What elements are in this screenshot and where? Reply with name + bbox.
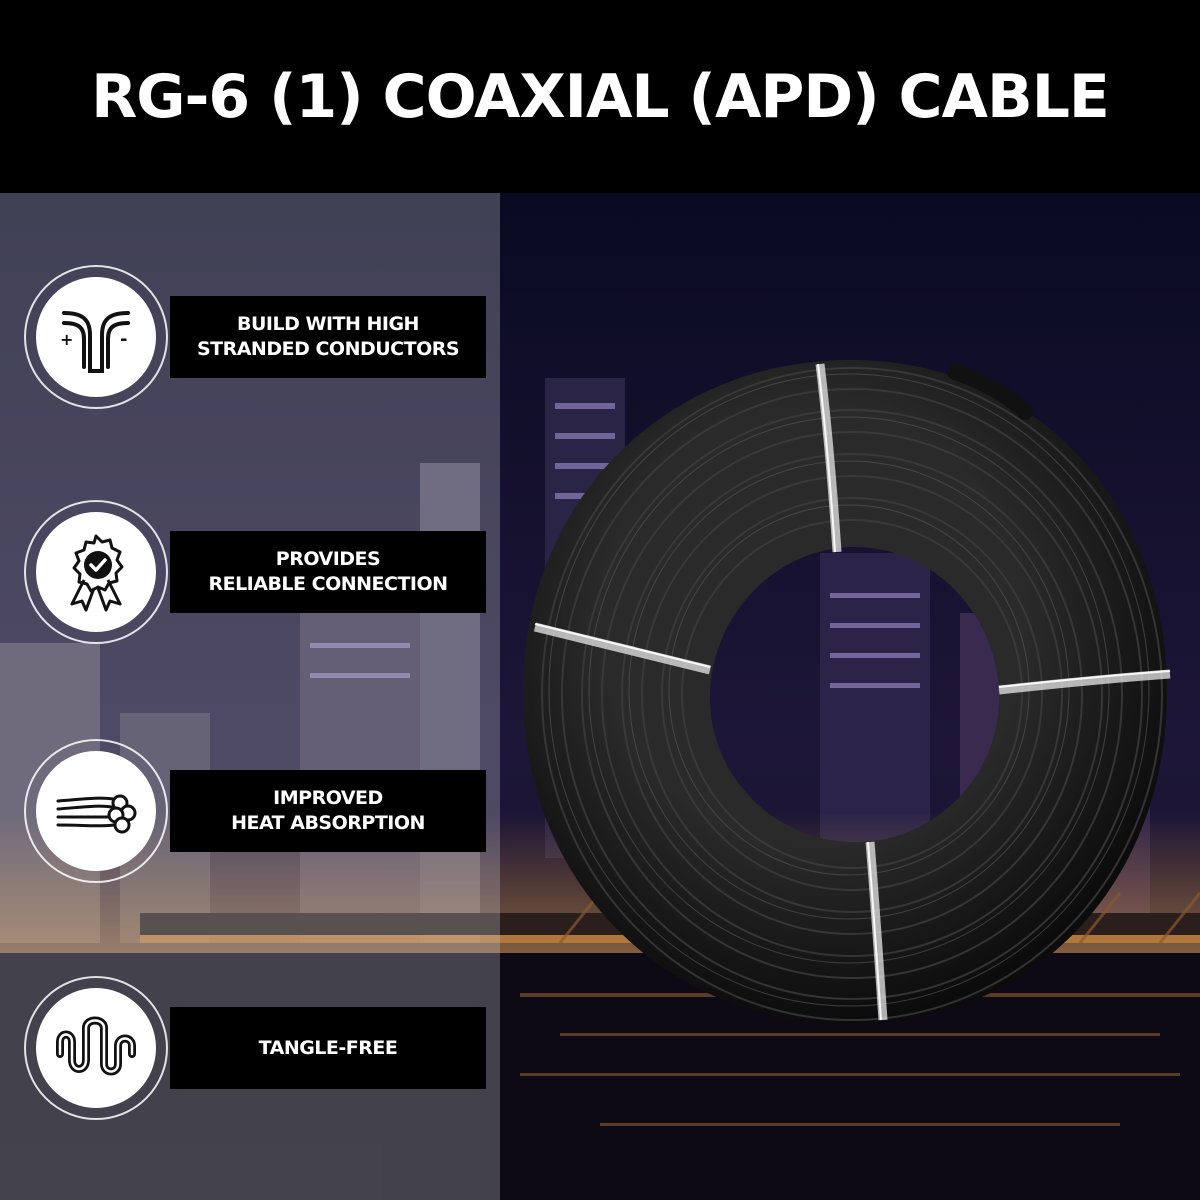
feature-label: PROVIDES RELIABLE CONNECTION <box>170 531 486 613</box>
feature-icon-ring <box>24 500 168 644</box>
certified-badge-icon <box>70 534 124 612</box>
feature-heat-absorption: IMPROVED HEAT ABSORPTION <box>24 739 494 883</box>
tangle-free-wave-icon <box>56 1016 136 1076</box>
feature-icon-ring <box>24 739 168 883</box>
wire-bundle-icon <box>56 794 137 834</box>
feature-icon-ring: + - <box>24 265 168 409</box>
feature-label: BUILD WITH HIGH STRANDED CONDUCTORS <box>170 296 486 378</box>
svg-text:+: + <box>60 330 73 349</box>
page-title: RG-6 (1) COAXIAL (APD) CABLE <box>91 61 1110 132</box>
svg-text:-: - <box>120 329 127 350</box>
feature-label: TANGLE-FREE <box>170 1007 486 1089</box>
title-banner: RG-6 (1) COAXIAL (APD) CABLE <box>0 0 1200 193</box>
feature-reliable-connection: PROVIDES RELIABLE CONNECTION <box>24 500 494 644</box>
coaxial-cable-coil-image <box>523 360 1171 1024</box>
stranded-conductor-icon: + - <box>60 311 130 373</box>
feature-icon-ring <box>24 976 168 1120</box>
feature-tangle-free: TANGLE-FREE <box>24 976 494 1120</box>
feature-stranded-conductors: + - BUILD WITH HIGH STRANDED CONDUCTORS <box>24 265 494 409</box>
feature-label: IMPROVED HEAT ABSORPTION <box>170 770 486 852</box>
